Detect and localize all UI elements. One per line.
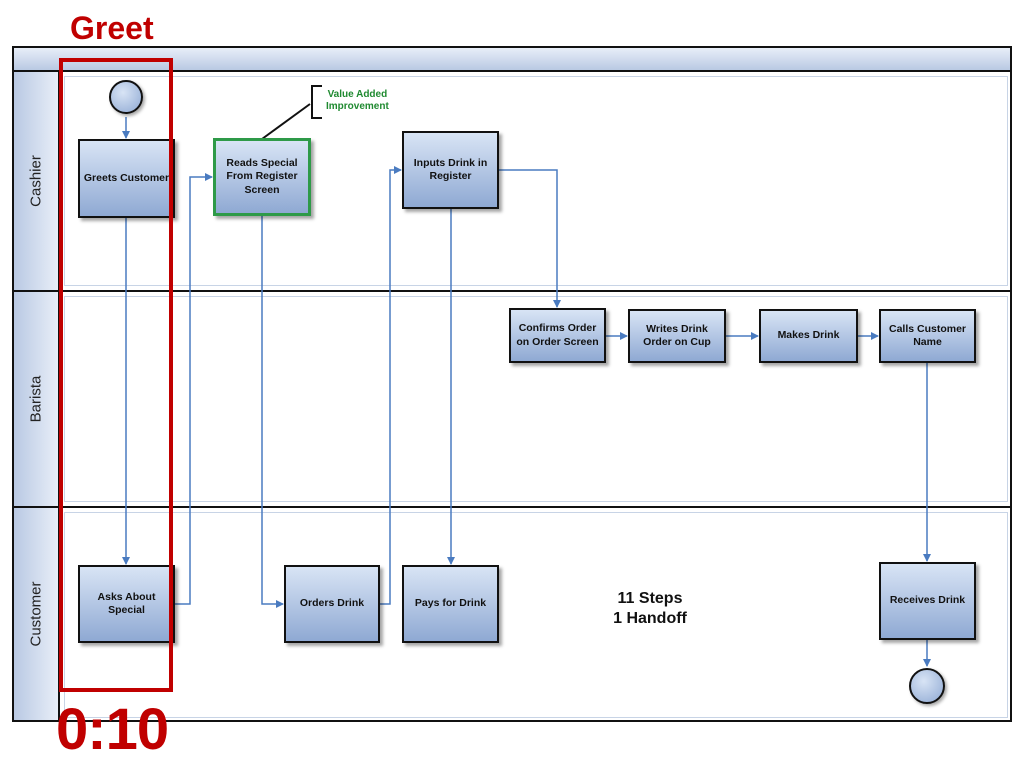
connector-asks-to-reads — [175, 173, 213, 605]
start-event — [109, 80, 143, 114]
lane-customer — [60, 506, 1012, 722]
step-receives-drink[interactable]: Receives Drink — [879, 562, 976, 640]
end-event — [909, 668, 945, 704]
connector-reads-to-orders — [261, 216, 284, 608]
step-greets-customer[interactable]: Greets Customer — [78, 139, 175, 218]
connector-orders-to-inputs — [380, 166, 402, 605]
annotation-line-1: Value Added — [327, 89, 388, 100]
step-pays-drink[interactable]: Pays for Drink — [402, 565, 499, 643]
summary-steps: 11 Steps — [617, 590, 683, 607]
step-calls-customer[interactable]: Calls Customer Name — [879, 309, 976, 363]
connector-inputs-to-confirms — [498, 169, 561, 308]
greet-highlight-box — [59, 58, 173, 692]
step-confirms-order[interactable]: Confirms Order on Order Screen — [509, 308, 606, 363]
lane-barista — [60, 290, 1012, 506]
annotation-line-2: Improvement — [326, 101, 389, 112]
step-writes-drink[interactable]: Writes Drink Order on Cup — [628, 309, 726, 363]
step-asks-special[interactable]: Asks About Special — [78, 565, 175, 643]
annotation-leader-line — [261, 103, 311, 140]
step-inputs-drink[interactable]: Inputs Drink in Register — [402, 131, 499, 209]
value-added-annotation: Value Added Improvement — [326, 89, 389, 113]
step-orders-drink[interactable]: Orders Drink — [284, 565, 380, 643]
duration-label: 0:10 — [56, 697, 169, 762]
annotation-bracket — [311, 85, 322, 119]
step-reads-special[interactable]: Reads Special From Register Screen — [213, 138, 311, 216]
step-makes-drink[interactable]: Makes Drink — [759, 309, 858, 363]
diagram-frame — [12, 46, 1012, 722]
lane-cashier — [60, 70, 1012, 290]
summary-text: 11 Steps 1 Handoff — [590, 589, 710, 629]
summary-handoffs: 1 Handoff — [613, 610, 687, 627]
lane-header-customer: Customer — [12, 506, 60, 722]
page-title: Greet — [70, 10, 154, 46]
header-bar — [12, 46, 1012, 72]
